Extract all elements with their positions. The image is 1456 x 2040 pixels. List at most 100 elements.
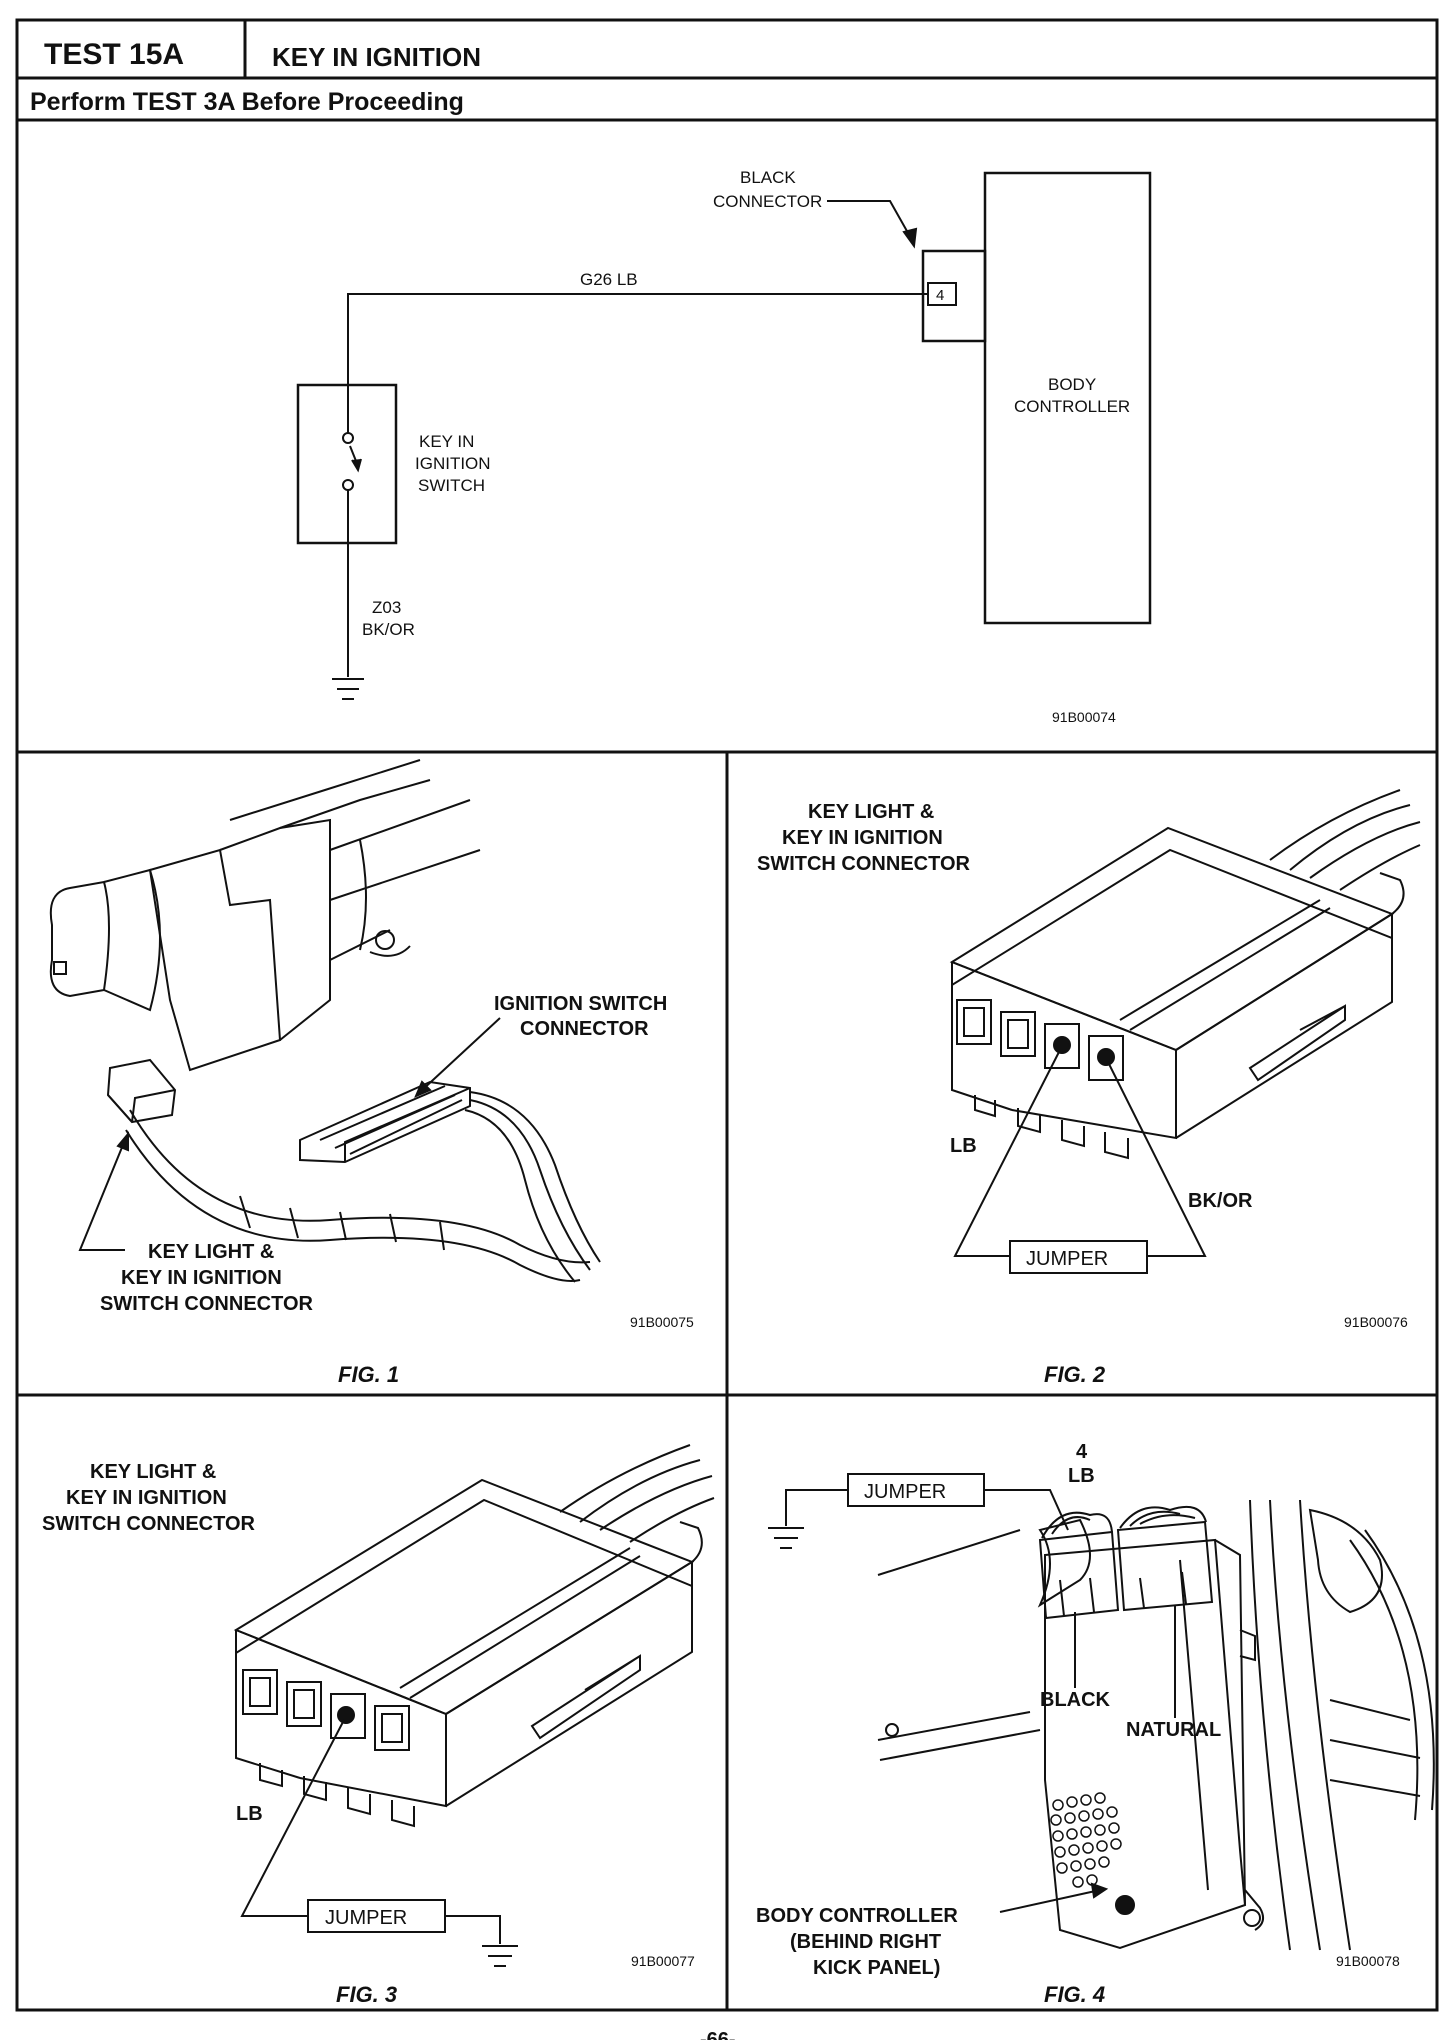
fig2-jumper-box [1009,1240,1148,1274]
fig4-arrow-module [1090,1882,1109,1899]
g26-wire [347,293,928,385]
fig2-title-line3: SWITCH CONNECTOR [757,853,971,875]
schematic-figure-id: 91B00074 [1052,709,1116,725]
fig2-caption: FIG. 2 [1044,1362,1106,1387]
fig4-connector-slots [1059,1571,1187,1617]
fig2-keys [974,1095,1129,1160]
mount-bracket [329,929,411,961]
fig3-wires [559,1444,715,1543]
ground-wire-label-1: Z03 [372,598,401,617]
fig2-cavity-2 [1000,1011,1036,1057]
switch-label-3: SWITCH [418,476,485,495]
connector-label-2: CONNECTOR [713,192,822,211]
fig1-callout-2-line1: KEY LIGHT & [148,1241,274,1263]
fig3-cavity-2-inner [293,1689,315,1719]
column-top [229,759,431,829]
fig2-illustration [949,789,1421,1274]
test-title: KEY IN IGNITION [272,42,481,72]
fig4-module-bolt [1243,1909,1261,1927]
fig3-wire-lb: LB [236,1803,263,1825]
ignition-connector-ribs [319,1085,463,1155]
fig1-callout-1-line2: CONNECTOR [520,1018,649,1040]
fig2-connector-rim [951,848,1393,987]
fig3-jumper-lead [240,1719,345,1917]
cylinder-collar [103,868,161,1012]
fig4-jumper-lead [984,1489,1069,1531]
fig2-jumper-tip-bkor [1097,1048,1115,1066]
fig4-leader-module [999,1889,1101,1913]
fig4-illustration [768,1473,1435,1951]
fig2-jumper-lead-lb [953,1049,1061,1257]
module-label-1: BODY [1048,375,1096,394]
pin-number: 4 [936,287,944,304]
switch-housing [148,848,282,1072]
fig3-cavity-4 [374,1705,410,1751]
fig2-title-line1: KEY LIGHT & [808,801,934,823]
ground-wire-label-2: BK/OR [362,620,415,639]
fig4-floor-ribs [1329,1699,1421,1797]
fig1-figure-id: 91B00075 [630,1314,694,1330]
fig3-connector-tab [445,1521,703,1715]
fig3-ribs [399,1547,641,1699]
fig4-black-label: BLACK [1040,1689,1111,1711]
fig2-title-line2: KEY IN IGNITION [782,827,943,849]
fig3-cavity-2 [286,1681,322,1727]
switch-label-1: KEY IN [419,432,474,451]
fig4-module-line1: BODY CONTROLLER [756,1905,958,1927]
fig2-jumper-tip-lb [1053,1036,1071,1054]
fig2-cavity-3 [1044,1023,1080,1069]
connector-label-1: BLACK [740,168,796,187]
fig3-title-line3: SWITCH CONNECTOR [42,1513,256,1535]
fig4-jumper-label: JUMPER [864,1481,946,1503]
fig2-connector-side [1175,938,1393,1139]
fig4-module-line2: (BEHIND RIGHT [790,1931,941,1953]
prerequisite-note: Perform TEST 3A Before Proceeding [30,88,464,116]
fig3-connector-side [445,1586,693,1807]
switch-arrowhead [351,458,362,473]
fig3-title-line1: KEY LIGHT & [90,1461,216,1483]
fig2-cavity-4 [1088,1035,1124,1081]
cylinder-slot [53,961,67,975]
fig4-module-tab [1239,1629,1265,1931]
harness-bundle [125,1109,591,1282]
black-connector-box [921,249,987,343]
connector-leader [827,200,913,241]
fig2-wires [1269,789,1421,891]
key-light-connector-face [107,1089,176,1123]
fig4-harness-black [1041,1511,1113,1539]
fig3-ground-lead [445,1915,501,1944]
body-controller-box [983,171,1152,625]
fig3-jumper-label: JUMPER [325,1907,407,1929]
fig1-callout-2-line3: SWITCH CONNECTOR [100,1293,314,1315]
fig3-title-line2: KEY IN IGNITION [66,1487,227,1509]
fig4-dash-panel [877,1529,1041,1761]
fig4-harness-natural [1119,1506,1207,1529]
fig3-caption: FIG. 3 [336,1982,397,2007]
switch-housing-back [219,818,331,1041]
wiring-schematic [296,171,1152,700]
fig2-cavity-1 [956,999,992,1045]
fig2-cavity-2-inner [1007,1019,1029,1049]
fig4-vent-grid [1050,1792,1122,1888]
fig2-connector-front [951,961,1177,1140]
fig3-latch [530,1654,641,1740]
fig3-illustration [233,1444,715,1967]
switch-contact-bottom [342,479,354,491]
fig1-arrow-keylight [116,1131,129,1152]
fig1-callout-1-line1: IGNITION SWITCH [494,993,667,1015]
fig4-figure-id: 91B00078 [1336,1953,1400,1969]
fig2-connector-tab [1175,872,1405,1051]
fig3-cavity-1 [242,1669,278,1715]
fig1-illustration [49,759,601,1283]
fig4-screw [885,1723,899,1737]
column-tube [329,799,481,951]
harness-wires [464,1091,601,1283]
fig4-black-connector [1038,1530,1120,1620]
fig4-natural-label: NATURAL [1126,1719,1221,1741]
fig2-wire-bkor: BK/OR [1188,1190,1253,1212]
page-number: -66- [700,2029,736,2040]
lock-cylinder [49,880,110,998]
module-label-2: CONTROLLER [1014,397,1130,416]
fig4-jumper-ground-lead [785,1489,848,1526]
